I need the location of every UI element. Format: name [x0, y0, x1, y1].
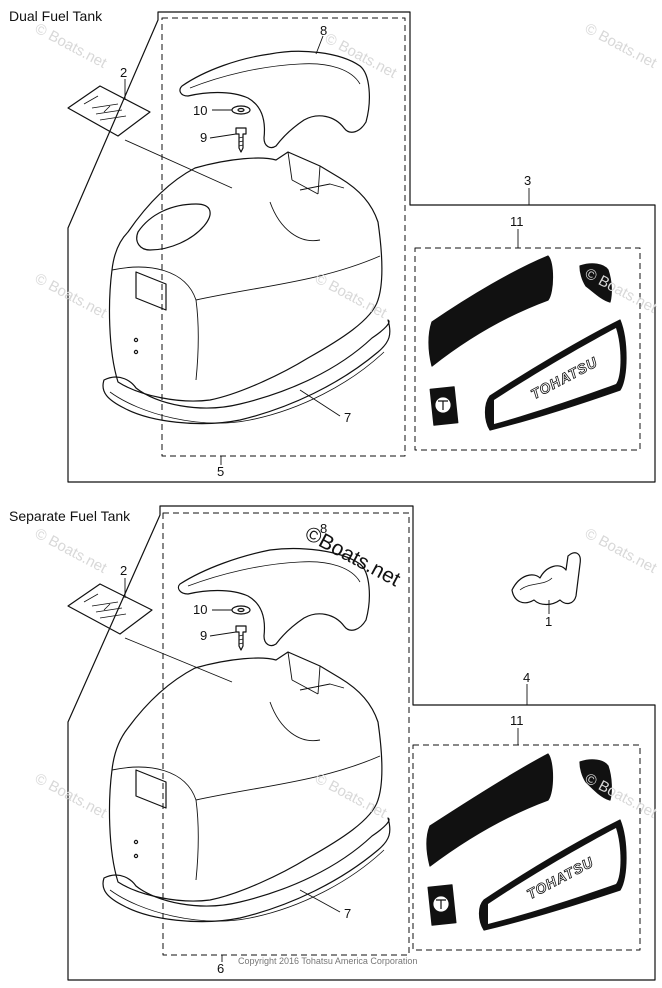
- decal-upper-bottom: [426, 753, 554, 867]
- callout-2: 2: [120, 65, 128, 80]
- gasket-top: [102, 319, 391, 425]
- callout-1: 1: [545, 614, 553, 629]
- copyright-notice: Copyright 2016 Tohatsu America Corporati…: [238, 956, 418, 966]
- callout-8: 8: [320, 23, 328, 38]
- decal-set-box-bottom: [412, 744, 641, 951]
- callout-10: 10: [193, 602, 208, 617]
- cover-assembly-box-bottom: [162, 512, 410, 956]
- callout-11: 11: [510, 713, 524, 728]
- callout-5: 5: [217, 464, 225, 479]
- callout-11: 11: [510, 214, 524, 229]
- engine-cover-top: [108, 151, 383, 402]
- caution-label-bottom: [67, 583, 153, 635]
- assembly-border-top: [67, 11, 656, 483]
- section-title-dual-fuel-tank: Dual Fuel Tank: [9, 8, 103, 24]
- callout-2: 2: [120, 563, 128, 578]
- callout-7: 7: [344, 906, 352, 921]
- callout-8: 8: [320, 521, 328, 536]
- decal-small-top: [579, 263, 612, 303]
- callout-10: 10: [193, 103, 208, 118]
- section-title-separate-fuel-tank: Separate Fuel Tank: [9, 508, 131, 524]
- callout-9: 9: [200, 130, 208, 145]
- decal-set-box-top: [414, 247, 641, 451]
- engine-cover-bottom: [108, 651, 383, 902]
- screw-top: [235, 127, 247, 153]
- washer-bottom: [231, 605, 251, 615]
- washer-top: [231, 105, 251, 115]
- cover-assembly-box-top: [161, 17, 406, 457]
- cover-plate-bottom: [177, 547, 370, 647]
- callout-9: 9: [200, 628, 208, 643]
- cover-plate-top: [179, 50, 370, 149]
- script-decal: [511, 552, 581, 606]
- gasket-bottom: [102, 817, 391, 923]
- decal-small-bottom: [579, 759, 612, 801]
- assembly-border-bottom: [67, 505, 656, 981]
- callout-4: 4: [523, 670, 531, 685]
- callout-6: 6: [217, 961, 225, 976]
- screw-bottom: [235, 625, 247, 651]
- callout-3: 3: [524, 173, 532, 188]
- caution-label-top: [67, 85, 151, 137]
- callout-7: 7: [344, 410, 352, 425]
- decal-upper-top: [428, 255, 554, 367]
